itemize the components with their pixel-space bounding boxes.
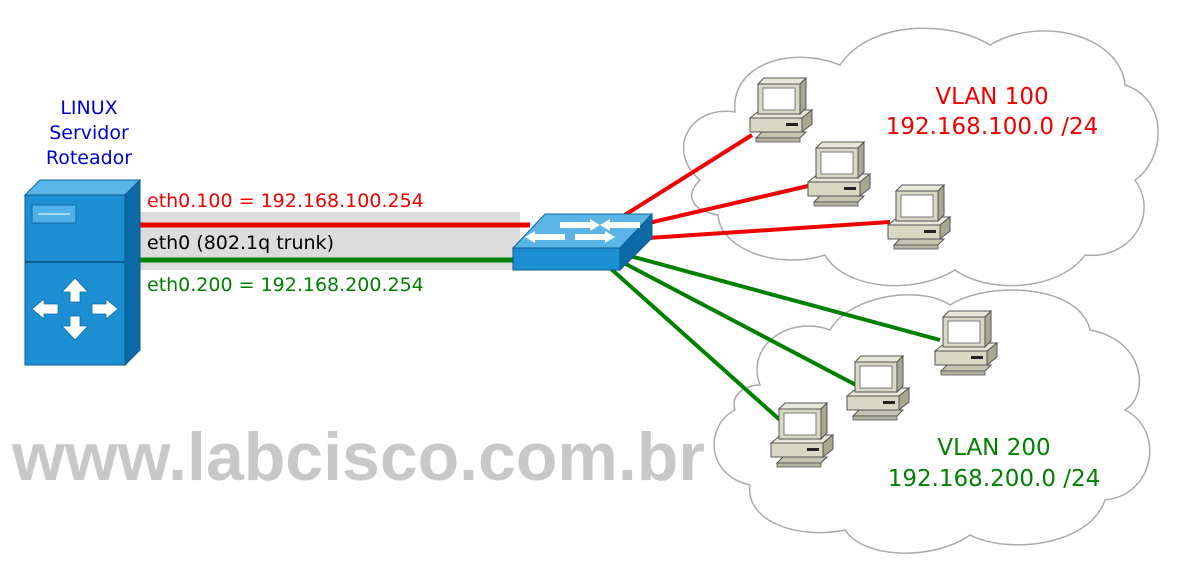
- eth-vlan100-label: eth0.100 = 192.168.100.254: [147, 190, 424, 212]
- vlan200-pc-3-icon: [770, 402, 834, 468]
- router-label-line-1: LINUX: [60, 97, 117, 119]
- vlan100-name: VLAN 100: [935, 84, 1048, 110]
- vlan200-links: [608, 254, 941, 422]
- linux-router-icon: [23, 178, 142, 367]
- vlan200-name: VLAN 200: [937, 435, 1050, 461]
- vlan200-link-pc3: [608, 266, 782, 422]
- vlan200-link-pc2: [621, 260, 857, 387]
- switch-icon: [511, 212, 654, 272]
- vlan100-network: 192.168.100.0 /24: [886, 114, 1099, 140]
- vlan100-pc-2-icon: [807, 141, 871, 207]
- router-label: LINUX Servidor Roteador: [46, 97, 132, 169]
- vlan100-pc-1-icon: [749, 77, 813, 143]
- eth-vlan200-label: eth0.200 = 192.168.200.254: [147, 274, 424, 296]
- router-label-line-2: Servidor: [49, 122, 129, 144]
- router-label-line-3: Roteador: [46, 147, 132, 169]
- vlan100-pc-3-icon: [887, 184, 951, 250]
- eth-trunk-label: eth0 (802.1q trunk): [147, 232, 334, 254]
- vlan200-link-pc1: [629, 254, 941, 342]
- watermark: www.labcisco.com.br: [11, 419, 705, 495]
- vlan200-pc-2-icon: [846, 355, 910, 421]
- vlan200-pc-1-icon: [934, 310, 998, 376]
- vlan100-link-pc3: [647, 220, 891, 240]
- vlan200-cloud: [713, 289, 1151, 554]
- vlan100-link-pc1: [618, 133, 754, 220]
- vlan100-links: [618, 133, 891, 240]
- vlan200-network: 192.168.200.0 /24: [888, 466, 1101, 492]
- vlan100-link-pc2: [639, 184, 809, 227]
